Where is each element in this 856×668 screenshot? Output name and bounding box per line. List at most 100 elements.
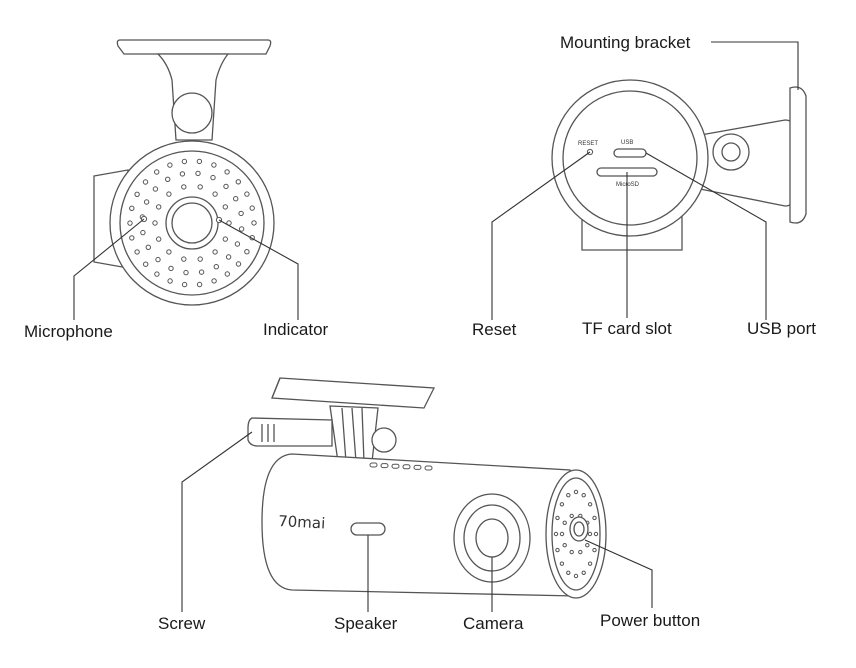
vent-slot bbox=[413, 464, 422, 470]
grille-hole bbox=[197, 256, 203, 262]
front-view-grille bbox=[119, 150, 265, 296]
grille-hole bbox=[181, 256, 187, 262]
label-tf-card-slot: TF card slot bbox=[582, 319, 672, 338]
end-cap-hole bbox=[569, 549, 574, 555]
grille-hole bbox=[168, 265, 174, 272]
usb-marking: USB bbox=[621, 140, 633, 146]
grille-hole bbox=[210, 174, 216, 181]
grille-hole bbox=[181, 158, 188, 165]
end-cap-hole bbox=[592, 547, 597, 553]
label-screw: Screw bbox=[158, 614, 206, 633]
end-cap-hole bbox=[585, 543, 590, 548]
front-view-center-inner bbox=[171, 202, 213, 244]
grille-hole bbox=[152, 220, 158, 226]
reset-leader bbox=[491, 151, 591, 320]
indicator-leader bbox=[218, 219, 299, 320]
grille-hole bbox=[140, 229, 146, 236]
front-view bbox=[93, 39, 275, 306]
grille-hole bbox=[249, 205, 255, 211]
grille-hole bbox=[181, 281, 188, 288]
back-view-arm-screw bbox=[712, 133, 750, 171]
grille-hole bbox=[211, 278, 217, 284]
end-cap-hole bbox=[573, 573, 579, 579]
side-view: 70mai bbox=[247, 377, 607, 599]
grille-hole bbox=[212, 249, 218, 255]
mounting-bracket-leader bbox=[711, 41, 799, 90]
end-cap-hole bbox=[559, 502, 565, 507]
grille-hole bbox=[143, 199, 150, 205]
side-view-end-holes bbox=[553, 489, 599, 579]
grille-hole bbox=[152, 186, 159, 192]
grille-hole bbox=[238, 210, 244, 217]
grille-hole bbox=[244, 191, 250, 197]
grille-hole bbox=[224, 169, 230, 175]
grille-hole bbox=[154, 271, 160, 277]
label-mounting-bracket: Mounting bracket bbox=[560, 33, 691, 52]
grille-hole bbox=[197, 184, 203, 190]
grille-hole bbox=[251, 220, 257, 226]
grille-hole bbox=[234, 241, 241, 247]
grille-hole bbox=[222, 236, 229, 242]
grille-hole bbox=[238, 226, 245, 232]
usb-port bbox=[613, 148, 647, 158]
grille-hole bbox=[225, 254, 232, 260]
grille-hole bbox=[154, 169, 160, 175]
grille-hole bbox=[212, 191, 218, 197]
grille-hole bbox=[244, 249, 250, 255]
back-view-arm-screw-inner bbox=[721, 142, 741, 162]
power-button-leader bbox=[584, 539, 653, 608]
label-usb-port: USB port bbox=[747, 319, 816, 338]
grille-hole bbox=[156, 236, 162, 242]
side-view-mount bbox=[247, 377, 436, 463]
grille-hole bbox=[134, 249, 140, 255]
vent-slot bbox=[369, 462, 378, 468]
vent-slot bbox=[391, 463, 400, 469]
usb-port-leader bbox=[645, 152, 767, 320]
label-speaker: Speaker bbox=[334, 614, 398, 633]
power-button bbox=[569, 516, 589, 542]
end-cap-hole bbox=[573, 489, 579, 495]
end-cap-hole bbox=[581, 493, 586, 498]
labels: Microphone Indicator Mounting bracket Re… bbox=[24, 33, 816, 633]
end-cap-hole bbox=[587, 531, 593, 537]
back-view: RESET USB MicroSD bbox=[551, 79, 807, 251]
grille-hole bbox=[145, 244, 152, 251]
grille-hole bbox=[167, 162, 173, 168]
grille-hole bbox=[233, 196, 239, 202]
end-cap-hole bbox=[593, 531, 599, 537]
microphone-leader bbox=[73, 218, 145, 320]
label-camera: Camera bbox=[463, 614, 524, 633]
end-cap-hole bbox=[578, 549, 583, 555]
grille-hole bbox=[211, 162, 217, 168]
end-cap-hole bbox=[555, 547, 560, 553]
front-view-mount bbox=[116, 39, 272, 141]
back-view-face bbox=[562, 90, 698, 226]
speaker-grille bbox=[350, 522, 386, 536]
screw-leader bbox=[181, 431, 253, 612]
label-reset: Reset bbox=[472, 320, 517, 339]
end-cap-hole bbox=[555, 515, 560, 521]
grille-hole bbox=[166, 249, 172, 255]
back-view-body bbox=[551, 79, 709, 237]
grille-hole bbox=[155, 256, 161, 263]
leader-lines bbox=[73, 41, 799, 612]
end-cap-hole bbox=[587, 561, 593, 566]
end-cap-hole bbox=[592, 515, 597, 521]
end-cap-hole bbox=[559, 561, 565, 566]
grille-hole bbox=[181, 184, 187, 190]
grille-hole bbox=[183, 269, 189, 276]
end-cap-hole bbox=[559, 531, 565, 537]
grille-hole bbox=[165, 176, 171, 183]
end-cap-hole bbox=[581, 570, 586, 575]
brand-logo: 70mai bbox=[278, 512, 326, 532]
grille-hole bbox=[143, 261, 149, 267]
front-view-center-ring bbox=[165, 196, 219, 250]
label-indicator: Indicator bbox=[263, 320, 329, 339]
grille-hole bbox=[156, 204, 162, 210]
side-view-end-cap-inner bbox=[551, 477, 601, 591]
microsd-marking: MicroSD bbox=[616, 182, 640, 188]
grille-hole bbox=[134, 191, 140, 198]
grille-hole bbox=[129, 235, 135, 241]
grille-hole bbox=[196, 281, 203, 288]
end-cap-hole bbox=[562, 543, 567, 548]
